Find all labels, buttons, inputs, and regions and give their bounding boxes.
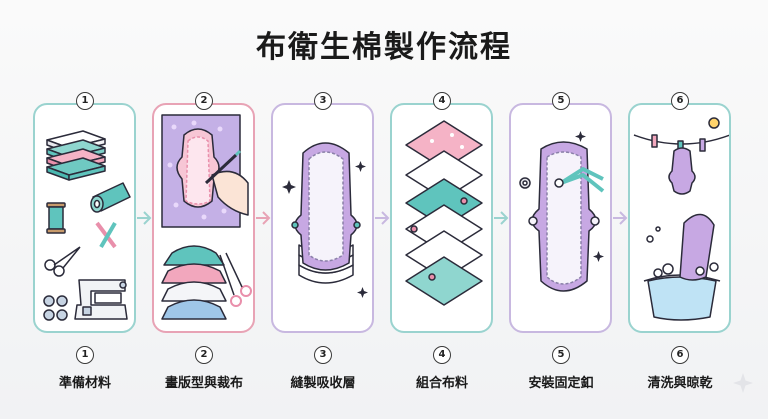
fabric-stack-icon (43, 130, 131, 321)
step-label-2: 畫版型與裁布 (164, 376, 243, 391)
step-number-bottom-5: 5 (552, 346, 570, 364)
arrow-right-icon (256, 211, 271, 225)
step-number-top-1: 1 (76, 92, 94, 110)
step-number-top-3: 3 (314, 92, 332, 110)
step-number-bottom-2: 2 (195, 346, 213, 364)
step-card-6 (628, 103, 731, 333)
layered-fabric-icon (405, 120, 483, 306)
arrow-right-icon (137, 211, 152, 225)
step-number-bottom-3: 3 (314, 346, 332, 364)
step-card-4 (390, 103, 493, 333)
step-label-6: 清洗與晾乾 (647, 376, 713, 391)
step-label-4: 組合布料 (415, 376, 468, 391)
step-number-top-5: 5 (552, 92, 570, 110)
step-label-1: 準備材料 (58, 376, 111, 391)
step-number-top-4: 4 (433, 92, 451, 110)
step-number-bottom-4: 4 (433, 346, 451, 364)
step-label-5: 安裝固定釦 (528, 376, 594, 391)
step-number-top-2: 2 (195, 92, 213, 110)
step-card-1 (33, 103, 136, 333)
step-card-5 (509, 103, 612, 333)
arrow-right-icon (494, 211, 509, 225)
absorbent-layer-icon (282, 142, 368, 298)
arrow-right-icon (375, 211, 390, 225)
sparkle-icon (733, 373, 753, 393)
step-label-3: 縫製吸收層 (290, 376, 356, 391)
step-card-2 (152, 103, 255, 333)
step-card-3 (271, 103, 374, 333)
arrow-right-icon (613, 211, 628, 225)
pattern-drawing-icon (161, 114, 252, 320)
step-number-bottom-6: 6 (671, 346, 689, 364)
snap-button-icon (519, 131, 605, 292)
step-number-bottom-1: 1 (76, 346, 94, 364)
page-title: 布衛生棉製作流程 (256, 30, 512, 65)
washing-drying-icon (633, 117, 729, 321)
step-number-top-6: 6 (671, 92, 689, 110)
